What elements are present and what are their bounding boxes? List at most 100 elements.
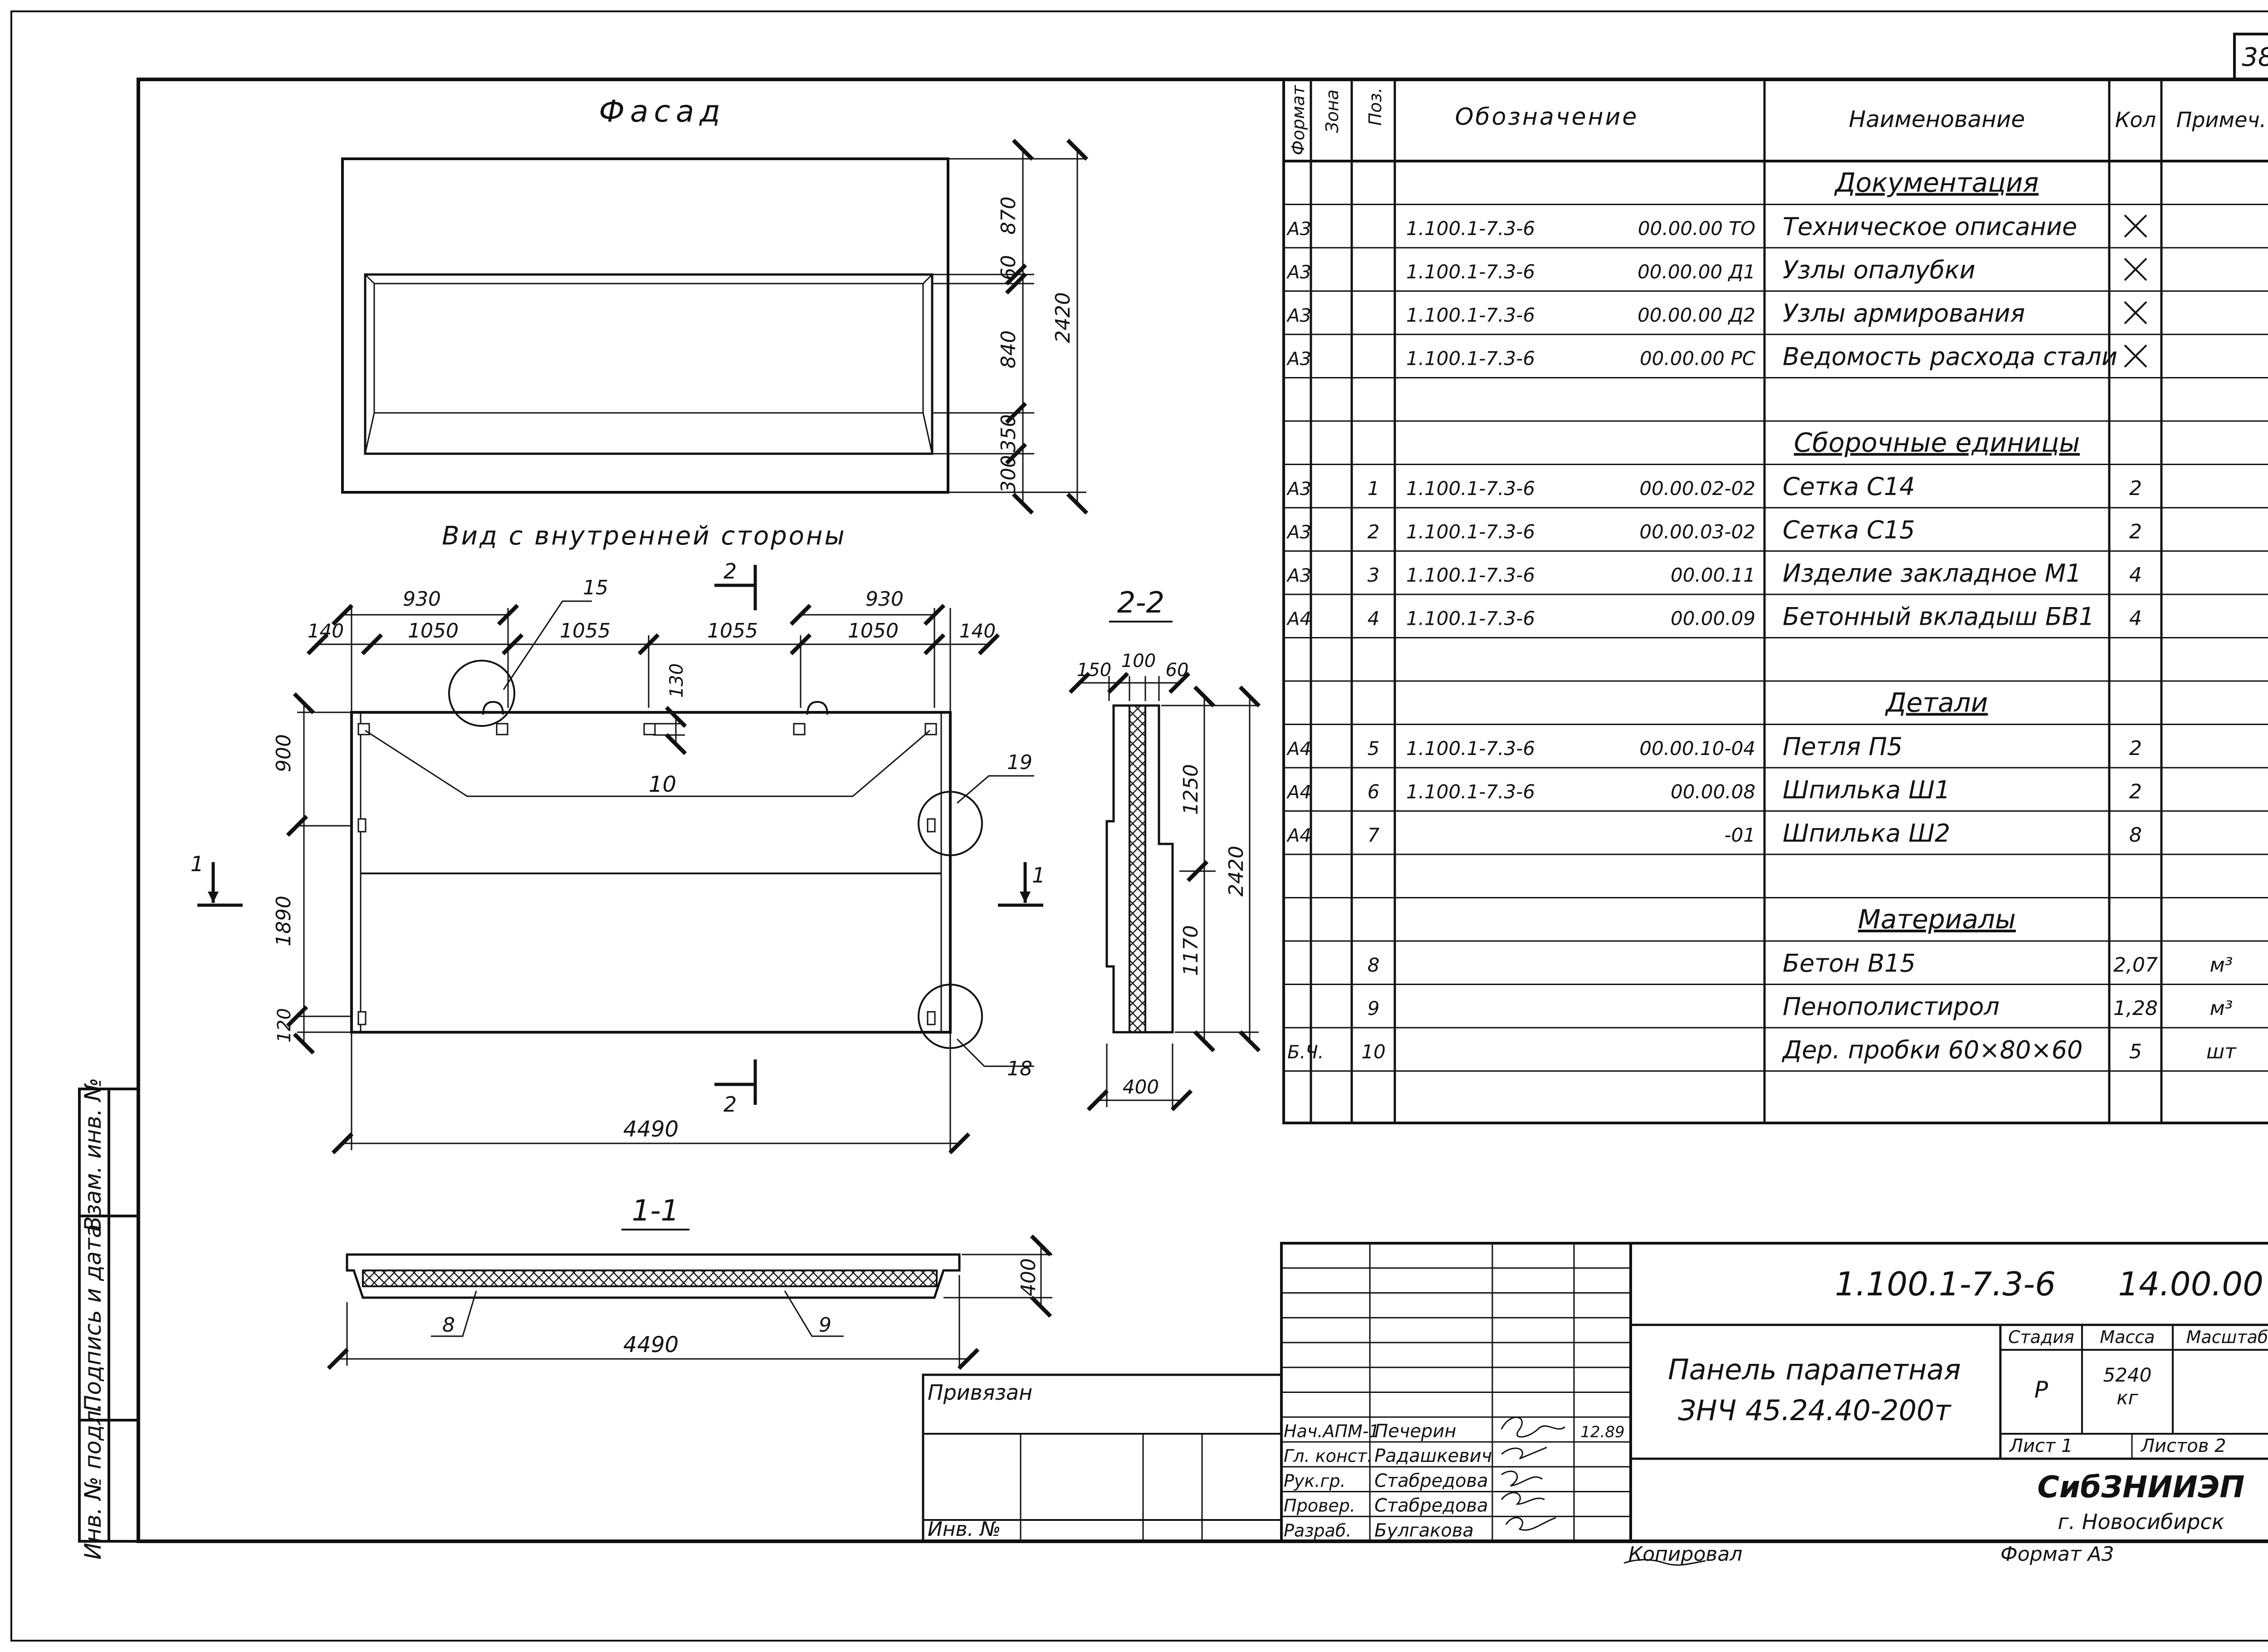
spec-format: А4 bbox=[1286, 782, 1311, 803]
copied-by: Копировал bbox=[1628, 1543, 1742, 1566]
sec22-dim-1170: 1170 bbox=[1179, 925, 1202, 976]
spec-designation-code: 1.100.1-7.3-6 bbox=[1406, 348, 1535, 370]
spec-position: 1 bbox=[1368, 477, 1380, 500]
approval-name: Печерин bbox=[1374, 1421, 1456, 1441]
spec-designation-suffix: 00.00.00 Д1 bbox=[1637, 261, 1755, 283]
spec-designation-code: 1.100.1-7.3-6 bbox=[1406, 261, 1535, 283]
sheets-label: Листов 2 bbox=[2140, 1436, 2226, 1456]
approval-role: Разраб. bbox=[1284, 1520, 1351, 1540]
spec-header-qty: Кол bbox=[2115, 108, 2156, 132]
spec-designation-suffix: 00.00.02-02 bbox=[1639, 477, 1755, 500]
spec-item-name: Дер. пробки 60×80×60 bbox=[1782, 1036, 2082, 1064]
sec22-dim-2420: 2420 bbox=[1225, 846, 1248, 897]
side-inv-replace: Взам. инв. № bbox=[80, 1078, 106, 1231]
spec-row: А3 1.100.1-7.3-6 00.00.00 Д1 Узлы опалубки bbox=[1286, 256, 2147, 284]
side-inv-orig: Инв. № подл. bbox=[80, 1403, 106, 1560]
section-2-2: 2-2 150 100 60 1250 1170 2420 400 bbox=[1068, 586, 1261, 1112]
spec-note: м³ bbox=[2210, 997, 2233, 1020]
callout-15: 15 bbox=[583, 576, 608, 599]
spec-item-name: Сетка С15 bbox=[1783, 516, 1915, 544]
outer-border bbox=[10, 10, 2268, 1642]
spec-quantity: 1,28 bbox=[2113, 997, 2158, 1020]
spec-quantity: 2 bbox=[2129, 737, 2142, 760]
approval-name: Стабредова bbox=[1374, 1471, 1488, 1491]
product-name-line2: ЗНЧ 45.24.40-200т bbox=[1678, 1394, 1951, 1427]
callout-8: 8 bbox=[442, 1314, 455, 1337]
section-mark-2-top: 2 bbox=[723, 559, 737, 583]
approval-role: Нач.АПМ-1 bbox=[1284, 1421, 1380, 1441]
dim-140-right: 140 bbox=[959, 620, 996, 642]
title-block-code: 1.100.1-7.3-6 14.00.00 bbox=[1835, 1265, 2263, 1303]
spec-format: А4 bbox=[1286, 609, 1311, 630]
facade-dim-300: 300 bbox=[997, 455, 1020, 493]
section-mark-2-bottom: 2 bbox=[723, 1092, 737, 1117]
section-mark-1-left: 1 bbox=[191, 852, 204, 876]
spec-designation-code: 1.100.1-7.3-6 bbox=[1406, 217, 1535, 240]
spec-position: 3 bbox=[1368, 564, 1380, 586]
spec-quantity: 4 bbox=[2129, 564, 2142, 587]
spec-format: А3 bbox=[1286, 565, 1311, 586]
spec-quantity: 4 bbox=[2129, 607, 2142, 630]
spec-position: 5 bbox=[1368, 737, 1380, 760]
spec-designation-code: 1.100.1-7.3-6 bbox=[1406, 521, 1535, 543]
callout-10: 10 bbox=[649, 772, 676, 797]
mass-label: Масса bbox=[2100, 1327, 2155, 1347]
dim-930-right: 930 bbox=[865, 588, 904, 611]
spec-format: А3 bbox=[1286, 219, 1311, 240]
stage-label: Стадия bbox=[2008, 1327, 2074, 1347]
sec22-dim-150: 150 bbox=[1077, 660, 1111, 681]
spec-designation-code: 1.100.1-7.3-6 bbox=[1406, 564, 1535, 586]
approval-role: Гл. конст. bbox=[1284, 1446, 1373, 1466]
spec-header-zone: Зона bbox=[1322, 89, 1342, 133]
spec-table: Формат Зона Поз. Обозначение Наименовани… bbox=[1282, 78, 2268, 1124]
inner-view: Вид с внутренней стороны bbox=[191, 521, 1045, 1155]
spec-quantity: 2 bbox=[2129, 780, 2142, 804]
spec-row: Документация bbox=[1834, 167, 2039, 198]
spec-designation-code: 1.100.1-7.3-6 bbox=[1406, 477, 1535, 500]
dim-1050-right: 1050 bbox=[848, 619, 899, 642]
callout-19: 19 bbox=[1007, 751, 1032, 774]
spec-header-name: Наименование bbox=[1849, 106, 2025, 132]
spec-item-name: Узлы опалубки bbox=[1783, 256, 1975, 284]
sheet-number: 38 bbox=[2242, 43, 2268, 72]
organization-city: г. Новосибирск bbox=[2058, 1510, 2224, 1534]
inv-no-label: Инв. № bbox=[928, 1518, 1001, 1541]
spec-item-name: Узлы армирования bbox=[1783, 299, 2025, 328]
spec-row: Сборочные единицы bbox=[1794, 427, 2080, 458]
facade-dim-870: 870 bbox=[997, 196, 1020, 235]
spec-designation-code: 1.100.1-7.3-6 bbox=[1406, 781, 1535, 803]
spec-designation-code: 1.100.1-7.3-6 bbox=[1406, 304, 1535, 326]
dim-1890: 1890 bbox=[272, 896, 295, 946]
spec-quantity: 2 bbox=[2129, 477, 2142, 500]
approval-row: Гл. конст.Радашкевич bbox=[1284, 1446, 1492, 1466]
spec-position: 4 bbox=[1368, 608, 1380, 630]
spec-section-title: Сборочные единицы bbox=[1794, 427, 2080, 458]
spec-position: 2 bbox=[1368, 521, 1380, 543]
dim-4490-inner: 4490 bbox=[623, 1117, 679, 1142]
facade-dim-350: 350 bbox=[997, 414, 1020, 452]
spec-note: м³ bbox=[2210, 954, 2233, 977]
spec-item-name: Пенополистирол bbox=[1783, 992, 1999, 1021]
organization-name: СибЗНИИЭП bbox=[2037, 1470, 2244, 1505]
spec-item-name: Петля П5 bbox=[1783, 732, 1902, 761]
spec-designation-code: 1.100.1-7.3-6 bbox=[1406, 737, 1535, 760]
cross-mark bbox=[2124, 344, 2147, 368]
spec-format: А3 bbox=[1286, 262, 1311, 283]
privyazan-label: Привязан bbox=[928, 1380, 1032, 1405]
approval-name: Стабредова bbox=[1374, 1495, 1488, 1516]
dim-1055-left: 1055 bbox=[560, 619, 611, 642]
dim-1050-left: 1050 bbox=[408, 619, 459, 642]
spec-item-name: Шпилька Ш1 bbox=[1783, 776, 1950, 804]
side-sign-date: Подпись и дата bbox=[80, 1224, 106, 1412]
spec-position: 8 bbox=[1368, 954, 1380, 976]
cross-mark bbox=[2124, 258, 2147, 281]
spec-format: А3 bbox=[1286, 522, 1311, 543]
sec22-dim-400: 400 bbox=[1123, 1076, 1159, 1098]
dim-900: 900 bbox=[272, 734, 295, 772]
